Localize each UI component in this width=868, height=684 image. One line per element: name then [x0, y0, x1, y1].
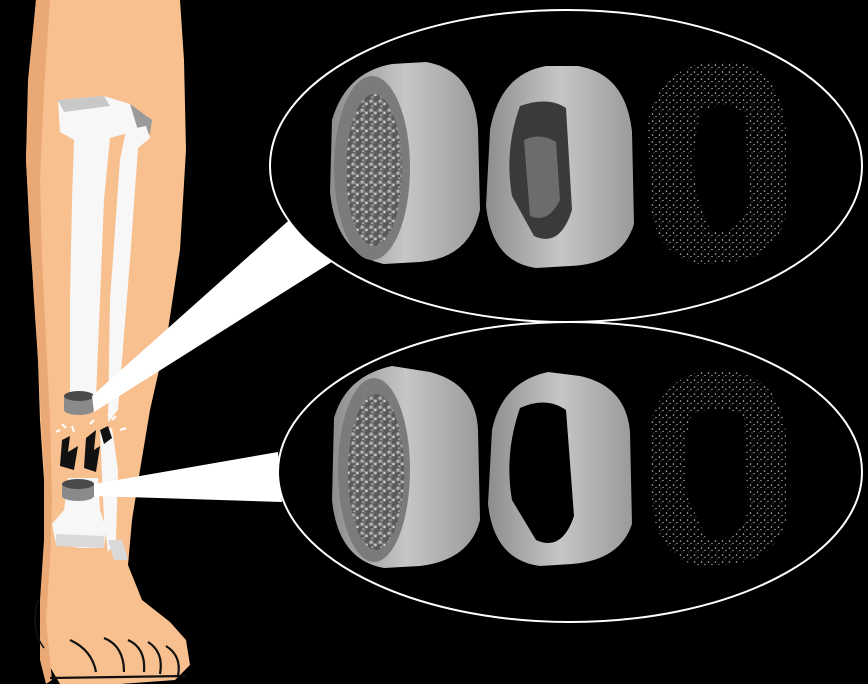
lower-panel — [278, 322, 862, 622]
tibia-lower-shade — [56, 534, 104, 548]
trabecular-bone-sample — [332, 366, 480, 568]
sample-site-upper — [64, 391, 94, 415]
cortical-bone-sample — [486, 66, 634, 268]
upper-panel — [270, 10, 862, 322]
sample-site-lower — [62, 479, 94, 501]
porosity-map-sample — [648, 62, 786, 264]
porosity-map-sample — [650, 370, 786, 566]
cortical-bone-sample — [488, 372, 632, 566]
trabecular-bone-sample — [330, 62, 480, 264]
